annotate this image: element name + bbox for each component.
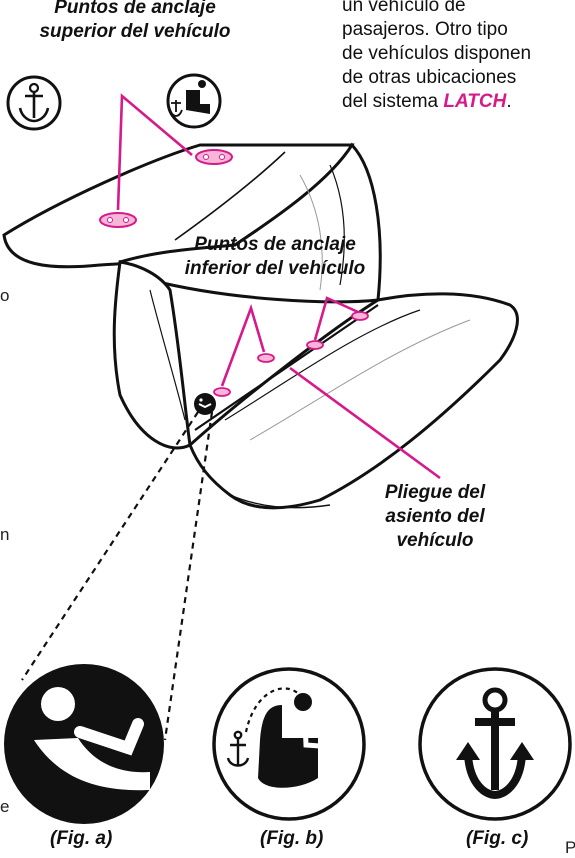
- lower-anchor-hardware: [213, 311, 369, 397]
- fig-c-caption: (Fig. c): [466, 828, 529, 849]
- side-bolster: [112, 260, 192, 450]
- fig-c-graphic: [418, 667, 572, 821]
- lower-anchor-label-line-1: Puntos de anclaje: [194, 234, 356, 255]
- description-line-4: de otras ubicaciones: [342, 67, 517, 88]
- upper-anchor-label-line-2: superior del vehículo: [39, 21, 231, 42]
- cushion-seam-2: [249, 319, 471, 441]
- seat-bight-label-line-2: asiento del: [385, 506, 485, 527]
- seat-cushion: [188, 292, 519, 510]
- upper-anchor-label-line-1: Puntos de anclaje: [54, 0, 216, 18]
- latch-term: LATCH: [443, 91, 507, 112]
- fig-a-caption: (Fig. a): [50, 828, 113, 849]
- lower-anchor-label-line-2: inferior del vehículo: [184, 258, 366, 279]
- lower-anchor-label: Puntos de anclaje inferior del vehículo: [160, 233, 390, 281]
- edge-fragment-p: P: [565, 838, 575, 857]
- anchor-icon-top-left: [6, 75, 62, 131]
- description-line-5: del sistema LATCH.: [342, 90, 575, 114]
- edge-fragment-o: o: [0, 286, 10, 305]
- upper-anchor-label: Puntos de anclaje superior del vehículo: [20, 0, 250, 44]
- edge-fragment-e: e: [0, 797, 10, 816]
- tether-icon-top: [166, 73, 222, 129]
- description-line-3: de vehículos disponen: [342, 43, 532, 64]
- seat-bight-label: Pliegue del asiento del vehículo: [360, 481, 510, 553]
- seat-bight-label-line-1: Pliegue del: [384, 482, 486, 503]
- seat-badge-icon: [194, 393, 216, 415]
- upper-anchor-hardware-left: [99, 212, 137, 228]
- leader-lines: [116, 93, 441, 480]
- cushion-seam: [224, 309, 421, 421]
- description-line-1: un vehículo de: [342, 0, 466, 16]
- seat-back-seam: [329, 164, 345, 286]
- description-prefix: del sistema: [342, 91, 444, 112]
- latch-description: un vehículo de pasajeros. Otro tipo de v…: [342, 0, 575, 114]
- seat-bight-label-line-3: vehículo: [396, 530, 474, 551]
- upper-anchor-hardware-right: [195, 149, 233, 165]
- cushion-front: [229, 494, 331, 509]
- seat-back-seam-2: [299, 174, 323, 291]
- fig-b-graphic: [212, 667, 366, 821]
- dashed-connectors: [21, 411, 214, 741]
- shelf-inner-line: [174, 151, 286, 241]
- fig-a-graphic: [4, 664, 164, 824]
- description-line-2: pasajeros. Otro tipo: [342, 19, 508, 40]
- bolster-seam: [149, 289, 186, 421]
- seat-bight-line: [194, 304, 379, 431]
- fig-b-caption: (Fig. b): [260, 828, 324, 849]
- edge-fragment-n: n: [0, 525, 10, 544]
- description-suffix: .: [506, 91, 512, 112]
